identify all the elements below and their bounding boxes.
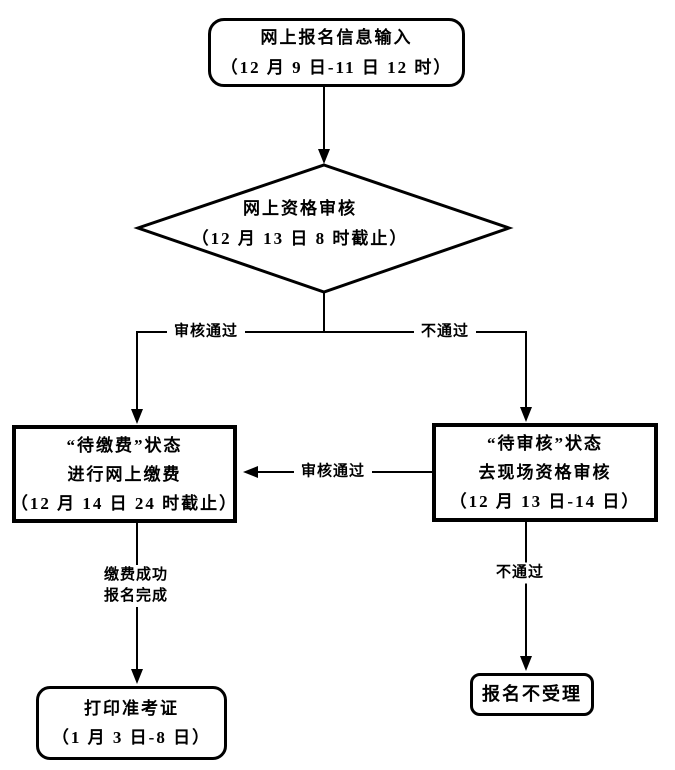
arrowhead-into-print: [131, 669, 143, 684]
arrowhead-into-reject: [520, 656, 532, 671]
node-text-line: 网上报名信息输入: [260, 27, 413, 47]
node-text-line: （1 月 3 日-8 日）: [51, 728, 212, 747]
node-text-line: （12 月 13 日 8 时截止）: [191, 229, 409, 248]
node-text-line: “待审核”状态: [487, 434, 603, 453]
node-online-registration: 网上报名信息输入 （12 月 9 日-11 日 12 时）: [208, 18, 465, 87]
arrowhead-into-onsite: [520, 407, 532, 422]
node-pending-payment: “待缴费”状态 进行网上缴费 （12 月 14 日 24 时截止）: [10, 425, 239, 523]
node-registration-rejected: 报名不受理: [470, 673, 594, 716]
node-pending-review-onsite: “待审核”状态 去现场资格审核 （12 月 13 日-14 日）: [432, 423, 658, 522]
node-text-line: 网上资格审核: [243, 199, 357, 218]
edge-label-review-passed-middle: 审核通过: [293, 461, 373, 483]
node-print-ticket: 打印准考证 （1 月 3 日-8 日）: [36, 686, 227, 760]
node-text-line: （12 月 9 日-11 日 12 时）: [220, 57, 453, 77]
arrowhead-into-pay-right: [243, 466, 258, 478]
node-text-line: 打印准考证: [84, 699, 179, 718]
node-online-review-decision: 网上资格审核 （12 月 13 日 8 时截止）: [180, 194, 420, 254]
node-text-line: 去现场资格审核: [478, 463, 612, 482]
edge-label-review-passed-left: 审核通过: [166, 321, 246, 343]
edge-label-line: 缴费成功: [103, 567, 169, 583]
node-text-line: 报名不受理: [482, 684, 582, 704]
edge-label-payment-success: 缴费成功 报名完成: [96, 565, 176, 607]
edge-label-line: 报名完成: [103, 588, 169, 604]
node-text-line: “待缴费”状态: [66, 435, 183, 455]
node-text-line: （12 月 13 日-14 日）: [449, 492, 641, 511]
edge-label-not-passed-right: 不通过: [413, 321, 477, 343]
arrowhead-into-decision: [318, 149, 330, 164]
node-text-line: 进行网上缴费: [67, 464, 182, 484]
edge-label-not-passed-down: 不通过: [488, 562, 552, 584]
arrowhead-into-pay: [131, 409, 143, 424]
node-text-line: （12 月 14 日 24 时截止）: [10, 493, 239, 513]
